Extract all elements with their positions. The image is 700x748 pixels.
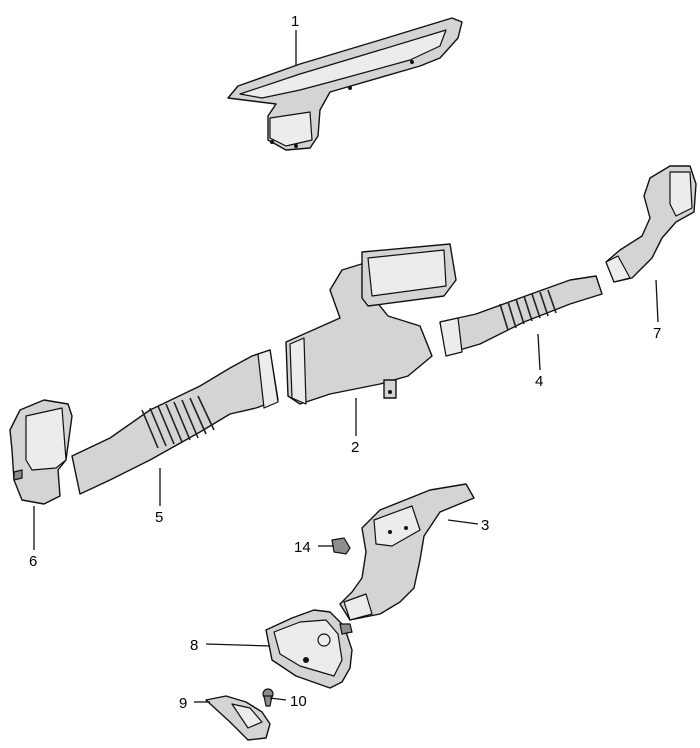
callout-7: 7 [653, 325, 661, 342]
leader-3 [447, 519, 479, 525]
callout-14: 14 [294, 539, 311, 556]
part-14-clip [331, 537, 351, 555]
callout-9: 9 [179, 695, 187, 712]
leader-7 [655, 279, 659, 323]
leader-8 [205, 643, 271, 647]
part-9-bracket [205, 695, 271, 741]
part-6-left-vent-outlet [9, 399, 73, 505]
callout-labels: 1 2 3 4 5 6 7 8 9 10 14 [29, 13, 661, 712]
part-5-left-bellows-duct [71, 349, 279, 495]
callout-1: 1 [291, 13, 299, 30]
part-4-right-bellows-duct [439, 275, 603, 357]
part-1-defroster-duct [227, 17, 463, 151]
leader-lines [33, 30, 659, 703]
part-10-screw [262, 688, 274, 707]
leader-10 [269, 697, 287, 701]
callout-6: 6 [29, 553, 37, 570]
callout-2: 2 [351, 439, 359, 456]
part-2-center-duct [285, 243, 457, 405]
part-3-lower-duct [339, 483, 475, 621]
callout-3: 3 [481, 517, 489, 534]
callout-8: 8 [190, 637, 198, 654]
callout-10: 10 [290, 693, 307, 710]
callout-5: 5 [155, 509, 163, 526]
callout-4: 4 [535, 373, 543, 390]
part-7-right-elbow-duct [605, 165, 697, 283]
part-8-vent-housing [265, 609, 353, 689]
leader-4 [537, 333, 541, 371]
